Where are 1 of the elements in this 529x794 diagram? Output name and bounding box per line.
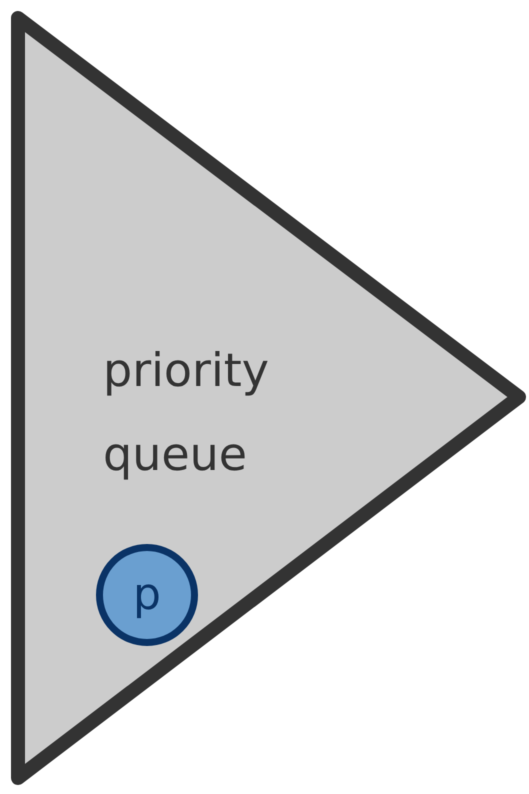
node-label: priority queue [103, 342, 270, 483]
